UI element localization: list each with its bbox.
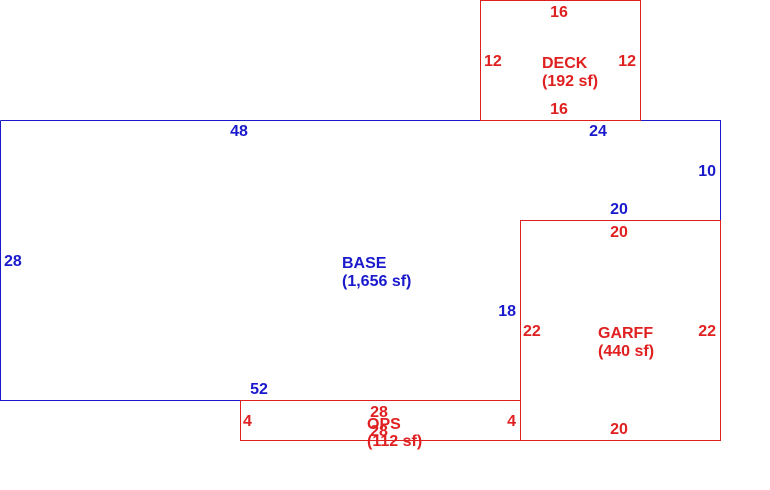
dim-base-right-upper: 10	[698, 163, 716, 180]
dim-deck-bottom: 16	[550, 101, 568, 118]
ops-name-label: OPS	[367, 416, 401, 433]
deck-name-label: DECK	[542, 55, 588, 72]
deck-outline	[480, 0, 641, 121]
base-name-label: BASE	[342, 255, 387, 272]
dim-ops-left: 4	[243, 413, 252, 430]
garff-area-label: (440 sf)	[598, 343, 654, 360]
garff-outline	[520, 220, 721, 441]
garff-name-label: GARFF	[598, 325, 653, 342]
dim-deck-left: 12	[484, 53, 502, 70]
dim-garff-top: 20	[610, 224, 628, 241]
dim-ops-right: 4	[507, 413, 516, 430]
dim-base-inner-vertical: 18	[498, 303, 516, 320]
deck-area-label: (192 sf)	[542, 73, 598, 90]
dim-deck-right: 12	[618, 53, 636, 70]
dim-deck-top: 16	[550, 4, 568, 21]
dim-ops-top: 28	[370, 404, 388, 421]
dim-base-left: 28	[4, 253, 22, 270]
dim-base-top-left: 48	[230, 123, 248, 140]
dim-garff-left: 22	[523, 323, 541, 340]
dim-garff-right: 22	[698, 323, 716, 340]
dim-base-bottom: 52	[250, 381, 268, 398]
ops-area-label: (112 sf)	[367, 433, 422, 450]
ops-outline	[240, 400, 521, 441]
dim-garff-bottom: 20	[610, 421, 628, 438]
dim-base-top-right: 24	[589, 123, 607, 140]
base-area-label: (1,656 sf)	[342, 273, 411, 290]
dim-ops-overlap: 28	[370, 423, 388, 440]
dim-base-step: 20	[610, 201, 628, 218]
